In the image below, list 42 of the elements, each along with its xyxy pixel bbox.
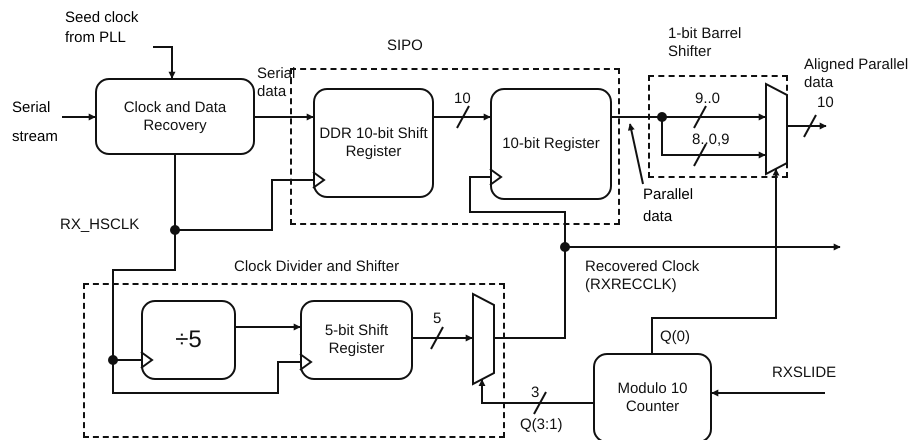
connector-arrow xyxy=(62,114,96,120)
logic-block xyxy=(490,88,612,200)
connector-arrow xyxy=(628,123,644,184)
annotation-text: Seed clock from PLL xyxy=(65,8,153,74)
block-label: ÷5 xyxy=(174,326,203,354)
connector-arrow xyxy=(788,122,827,130)
block-label: 5-bit Shift Register xyxy=(324,322,390,358)
connector-arrow xyxy=(153,46,176,79)
signal-label: 10 xyxy=(454,90,471,108)
connector-arrow xyxy=(434,114,491,120)
signal-label: 5 xyxy=(433,310,442,328)
connector-arrow xyxy=(651,168,780,353)
block-label: Modulo 10 Counter xyxy=(616,380,689,416)
group-heading: SIPO xyxy=(387,37,423,55)
signal-label: Recovered Clock (RXRECCLK) xyxy=(585,258,700,294)
logic-block xyxy=(593,353,712,440)
block-label: 10-bit Register xyxy=(501,135,601,153)
connector-arrow xyxy=(478,379,593,404)
block-label: DDR 10-bit Shift Register xyxy=(318,125,429,161)
signal-label: Aligned Parallel data xyxy=(804,56,910,92)
signal-label: 3 xyxy=(531,384,540,402)
signal-label: 8..0,9 xyxy=(692,131,730,149)
signal-label: 9..0 xyxy=(695,90,720,108)
annotation-text: Parallel data xyxy=(643,184,703,228)
logic-block xyxy=(95,78,255,155)
logic-block xyxy=(313,88,434,198)
signal-label: Q(0) xyxy=(660,328,690,346)
logic-block xyxy=(141,300,236,380)
block-label: Clock and Data Recovery xyxy=(122,98,228,134)
signal-label: Serial data xyxy=(257,65,296,101)
group-heading: Clock Divider and Shifter xyxy=(234,258,400,276)
connector-arrow xyxy=(413,334,473,342)
connector-arrow xyxy=(255,114,314,120)
connector-arrow xyxy=(711,390,825,396)
annotation-text: Serial stream xyxy=(12,93,62,143)
signal-label: RXSLIDE xyxy=(772,364,836,382)
logic-block xyxy=(300,300,413,380)
signal-label: 10 xyxy=(817,94,834,112)
signal-label: Q(3:1) xyxy=(520,416,563,434)
signal-label: RX_HSCLK xyxy=(60,216,140,234)
connector-arrow xyxy=(236,324,301,330)
group-heading: 1-bit Barrel Shifter xyxy=(668,25,742,61)
